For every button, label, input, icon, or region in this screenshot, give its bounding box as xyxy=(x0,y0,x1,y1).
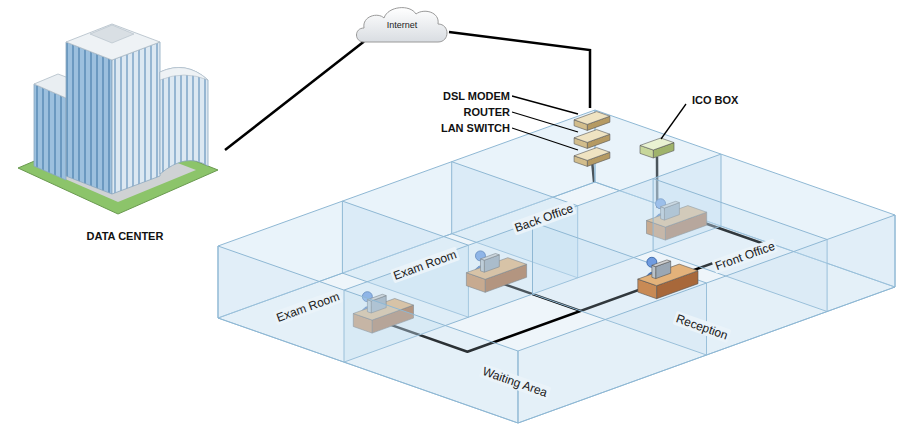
data-center-building xyxy=(18,24,218,214)
room-label: Front Office xyxy=(711,238,778,274)
room-label: Exam Room xyxy=(273,288,344,325)
room-label: Back Office xyxy=(511,200,577,235)
leader-line xyxy=(661,104,686,139)
device-label: ICO BOX xyxy=(690,94,740,107)
device-label: DSL MODEM xyxy=(441,90,512,103)
dsl-modem-device xyxy=(574,112,610,131)
network-link xyxy=(225,42,364,151)
lan-switch-device xyxy=(574,148,610,167)
lan-switch-device-top xyxy=(574,148,610,161)
leader-line xyxy=(512,112,578,132)
building-round-wing xyxy=(160,68,208,175)
data-center-node: DATA CENTER xyxy=(25,0,225,246)
ico-box-device xyxy=(640,138,674,158)
leader-line xyxy=(512,128,578,150)
internet-cloud: Internet xyxy=(352,2,452,48)
building-tower-left xyxy=(66,42,112,194)
building-tower-roof xyxy=(66,24,160,60)
building-round-roof xyxy=(160,68,208,81)
router-device-top xyxy=(574,130,610,143)
ico-box-device-top xyxy=(640,138,674,150)
computer-monitor-top xyxy=(652,260,671,267)
office-floor-plan xyxy=(218,110,895,423)
device-label: ROUTER xyxy=(462,106,512,119)
dsl-modem-device-top xyxy=(574,112,610,125)
room-label: Reception xyxy=(672,310,731,342)
cloud-shape xyxy=(357,8,448,42)
room-label: Exam Room xyxy=(390,246,461,283)
building-tower-right xyxy=(112,42,160,194)
router-device xyxy=(574,130,610,149)
node-label: Internet xyxy=(387,20,418,30)
computer-monitor xyxy=(652,260,671,279)
node-label: DATA CENTER xyxy=(87,230,164,242)
leader-lines xyxy=(512,96,686,150)
leader-line xyxy=(512,96,578,114)
computer-monitor-side xyxy=(652,265,656,278)
building-low-block xyxy=(34,84,66,180)
front-wall xyxy=(518,215,895,423)
building-roof-box xyxy=(90,25,134,43)
front-wall xyxy=(218,246,518,423)
device-label: LAN SWITCH xyxy=(439,122,512,135)
room-label: Waiting Area xyxy=(478,363,550,400)
